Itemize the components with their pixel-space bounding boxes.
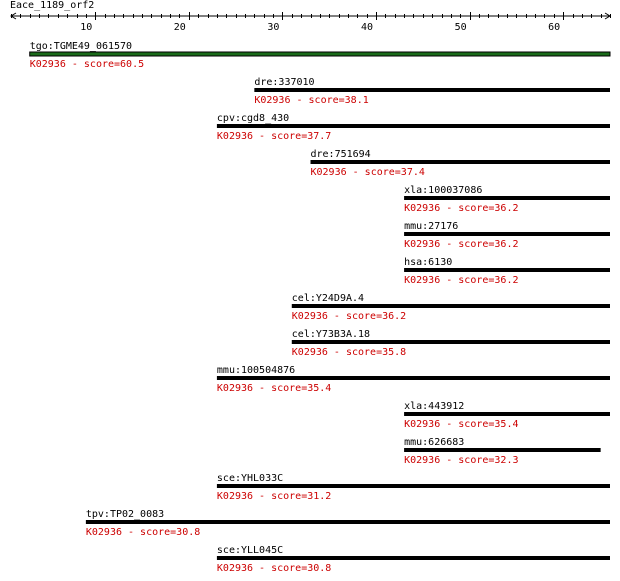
hit-label[interactable]: sce:YLL045C	[217, 545, 283, 556]
hit-label[interactable]: mmu:100504876	[217, 365, 295, 376]
axis-tick-label: 40	[361, 22, 373, 33]
hit-label[interactable]: sce:YHL033C	[217, 473, 283, 484]
hit-score-label[interactable]: K02936 - score=30.8	[86, 527, 200, 538]
hit-label[interactable]: dre:751694	[311, 149, 371, 160]
hit-label[interactable]: mmu:626683	[404, 437, 464, 448]
hit-score-label[interactable]: K02936 - score=36.2	[404, 275, 518, 286]
hit-bar[interactable]	[404, 448, 601, 452]
hit-score-label[interactable]: K02936 - score=37.4	[311, 167, 425, 178]
axis-tick-label: 10	[80, 22, 92, 33]
hit-score-label[interactable]: K02936 - score=30.8	[217, 563, 331, 574]
hit-label[interactable]: mmu:27176	[404, 221, 458, 232]
hit-score-label[interactable]: K02936 - score=36.2	[292, 311, 406, 322]
axis-tick-label: 30	[267, 22, 279, 33]
hit-bar[interactable]	[404, 412, 610, 416]
hit-bar[interactable]	[29, 51, 611, 57]
hit-bar[interactable]	[216, 484, 610, 488]
hit-label[interactable]: cel:Y73B3A.18	[292, 329, 370, 340]
hit-score-label[interactable]: K02936 - score=36.2	[404, 239, 518, 250]
hit-bar[interactable]	[254, 88, 610, 92]
hit-score-label[interactable]: K02936 - score=35.8	[292, 347, 406, 358]
axis-tick-label: 20	[174, 22, 186, 33]
axis-tick-label: 60	[548, 22, 560, 33]
hit-bar[interactable]	[216, 376, 610, 380]
hit-bar[interactable]	[216, 556, 610, 560]
hit-bar[interactable]	[404, 268, 610, 272]
hit-bar[interactable]	[404, 196, 610, 200]
hit-score-label[interactable]: K02936 - score=37.7	[217, 131, 331, 142]
hit-label[interactable]: dre:337010	[254, 77, 314, 88]
hit-label[interactable]: tgo:TGME49_061570	[30, 41, 132, 52]
hit-label[interactable]: cpv:cgd8_430	[217, 113, 289, 124]
hit-bar[interactable]	[310, 160, 611, 164]
hit-score-label[interactable]: K02936 - score=32.3	[404, 455, 518, 466]
hit-label[interactable]: tpv:TP02_0083	[86, 509, 164, 520]
query-title: Eace_1189_orf2	[10, 0, 95, 11]
hit-label[interactable]: cel:Y24D9A.4	[292, 293, 364, 304]
hit-bar[interactable]	[216, 124, 610, 128]
hit-bar[interactable]	[291, 340, 610, 344]
hit-score-label[interactable]: K02936 - score=35.4	[404, 419, 518, 430]
hit-label[interactable]: xla:100037086	[404, 185, 482, 196]
hit-score-label[interactable]: K02936 - score=35.4	[217, 383, 331, 394]
hit-bar[interactable]	[404, 232, 610, 236]
hit-bar[interactable]	[85, 520, 610, 524]
hit-score-label[interactable]: K02936 - score=36.2	[404, 203, 518, 214]
hit-score-label[interactable]: K02936 - score=38.1	[254, 95, 368, 106]
hit-score-label[interactable]: K02936 - score=60.5	[30, 59, 144, 70]
hit-label[interactable]: xla:443912	[404, 401, 464, 412]
hit-label[interactable]: hsa:6130	[404, 257, 452, 268]
hit-bar[interactable]	[291, 304, 610, 308]
axis-tick-label: 50	[455, 22, 467, 33]
hit-score-label[interactable]: K02936 - score=31.2	[217, 491, 331, 502]
